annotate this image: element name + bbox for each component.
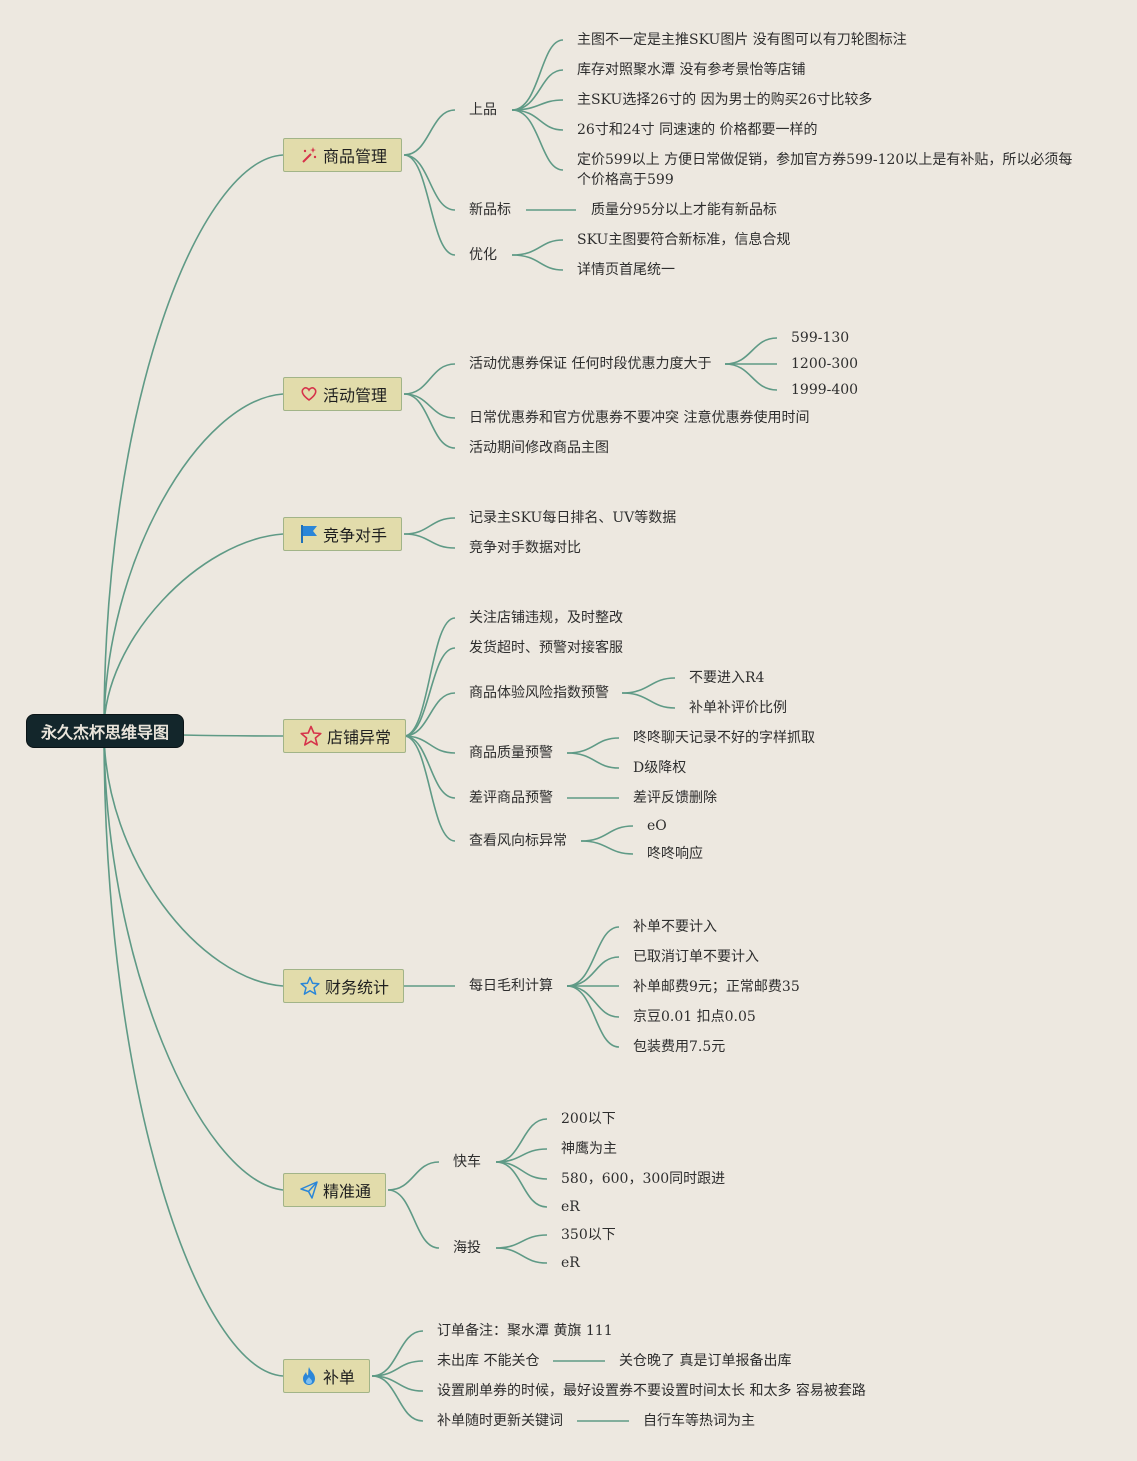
magic-wand-icon: [302, 147, 317, 163]
leaf-node[interactable]: 补单补评价比例: [689, 700, 787, 716]
root-topic[interactable]: 永久杰杯思维导图: [26, 714, 184, 748]
node-modify-image[interactable]: 活动期间修改商品主图: [469, 440, 609, 456]
leaf-node[interactable]: 详情页首尾统一: [577, 262, 675, 278]
node-violation[interactable]: 关注店铺违规，及时整改: [469, 610, 623, 626]
branch-competitors[interactable]: 竞争对手: [283, 517, 403, 551]
branch-supplement-orders[interactable]: 补单: [283, 1359, 371, 1393]
leaf-node[interactable]: eR: [561, 1255, 580, 1271]
node-new-tag[interactable]: 新品标: [469, 202, 511, 218]
flag-icon: [301, 525, 317, 543]
leaf-node[interactable]: 包装费用7.5元: [633, 1039, 726, 1055]
leaf-node[interactable]: 差评反馈删除: [633, 790, 717, 806]
node-coupon-conflict[interactable]: 日常优惠券和官方优惠券不要冲突 注意优惠券使用时间: [469, 410, 810, 426]
leaf-node[interactable]: 不要进入R4: [689, 670, 765, 686]
leaf-node[interactable]: 神鹰为主: [561, 1141, 617, 1157]
star-icon: [300, 725, 322, 746]
branch-label: 补单: [323, 1368, 356, 1387]
branch-label: 精准通: [323, 1182, 372, 1201]
node-coupon-time[interactable]: 设置刷单券的时候，最好设置券不要设置时间太长 和太多 容易被套路: [437, 1383, 866, 1399]
branch-goods-management[interactable]: 商品管理: [283, 138, 403, 172]
leaf-node[interactable]: 1200-300: [791, 356, 859, 372]
branch-store-exceptions[interactable]: 店铺异常: [283, 719, 407, 753]
branch-label: 店铺异常: [327, 728, 392, 747]
leaf-node[interactable]: 关仓晚了 真是订单报备出库: [619, 1353, 792, 1369]
node-daily-margin[interactable]: 每日毛利计算: [469, 978, 553, 994]
leaf-node[interactable]: 350以下: [561, 1227, 616, 1243]
leaf-node[interactable]: 京豆0.01 扣点0.05: [633, 1009, 756, 1025]
node-sea-launch[interactable]: 海投: [453, 1240, 481, 1256]
node-optimize[interactable]: 优化: [469, 247, 497, 263]
node-bad-review[interactable]: 差评商品预警: [469, 790, 553, 806]
node-shipping-timeout[interactable]: 发货超时、预警对接客服: [469, 640, 623, 656]
leaf-node[interactable]: 200以下: [561, 1111, 616, 1127]
leaf-node[interactable]: 补单不要计入: [633, 919, 717, 935]
leaf-node[interactable]: D级降权: [633, 760, 687, 776]
leaf-node[interactable]: 咚咚响应: [647, 846, 703, 862]
node-listing[interactable]: 上品: [469, 102, 497, 118]
star-outline-icon: [300, 976, 320, 995]
branch-precision-marketing[interactable]: 精准通: [283, 1173, 387, 1207]
leaf-node[interactable]: 已取消订单不要计入: [633, 949, 759, 965]
branch-label: 竞争对手: [323, 526, 388, 545]
branch-label: 活动管理: [323, 386, 388, 405]
leaf-node[interactable]: eR: [561, 1199, 580, 1215]
node-wind-vane[interactable]: 查看风向标异常: [469, 833, 567, 849]
node-not-shipped[interactable]: 未出库 不能关仓: [437, 1353, 540, 1369]
leaf-node[interactable]: 自行车等热词为主: [643, 1413, 755, 1429]
node-quality-warning[interactable]: 商品质量预警: [469, 745, 553, 761]
leaf-node[interactable]: eO: [647, 818, 667, 834]
heart-icon: [301, 387, 317, 401]
branch-activity-management[interactable]: 活动管理: [283, 377, 403, 411]
node-activity-coupon[interactable]: 活动优惠券保证 任何时段优惠力度大于: [469, 356, 712, 372]
leaf-node[interactable]: SKU主图要符合新标准，信息合规: [577, 232, 791, 248]
node-compare-data[interactable]: 竞争对手数据对比: [469, 540, 581, 556]
leaf-node[interactable]: 1999-400: [791, 382, 859, 398]
node-experience-risk[interactable]: 商品体验风险指数预警: [469, 685, 609, 701]
branch-label: 商品管理: [323, 147, 388, 166]
leaf-node[interactable]: 补单邮费9元；正常邮费35: [633, 979, 800, 995]
leaf-node[interactable]: 库存对照聚水潭 没有参考景怡等店铺: [577, 62, 806, 78]
leaf-node[interactable]: 咚咚聊天记录不好的字样抓取: [633, 730, 815, 746]
node-express[interactable]: 快车: [453, 1154, 481, 1170]
node-order-note[interactable]: 订单备注：聚水潭 黄旗 111: [437, 1323, 613, 1339]
leaf-node[interactable]: 定价599以上 方便日常做促销，参加官方券599-120以上是有补贴，所以必须每…: [577, 152, 1073, 188]
leaf-node[interactable]: 主图不一定是主推SKU图片 没有图可以有刀轮图标注: [577, 32, 907, 48]
leaf-node[interactable]: 质量分95分以上才能有新品标: [591, 202, 777, 218]
leaf-node[interactable]: 主SKU选择26寸的 因为男士的购买26寸比较多: [577, 92, 873, 108]
fire-icon: [303, 1367, 315, 1385]
node-keyword[interactable]: 补单随时更新关键词: [437, 1413, 563, 1429]
paper-plane-icon: [300, 1181, 318, 1199]
branch-label: 财务统计: [325, 978, 390, 997]
node-record-ranking[interactable]: 记录主SKU每日排名、UV等数据: [469, 510, 677, 526]
branch-finance-statistics[interactable]: 财务统计: [283, 969, 405, 1003]
leaf-node[interactable]: 580，600，300同时跟进: [561, 1171, 726, 1187]
leaf-node[interactable]: 26寸和24寸 同速速的 价格都要一样的: [577, 122, 818, 138]
leaf-node[interactable]: 599-130: [791, 330, 850, 346]
